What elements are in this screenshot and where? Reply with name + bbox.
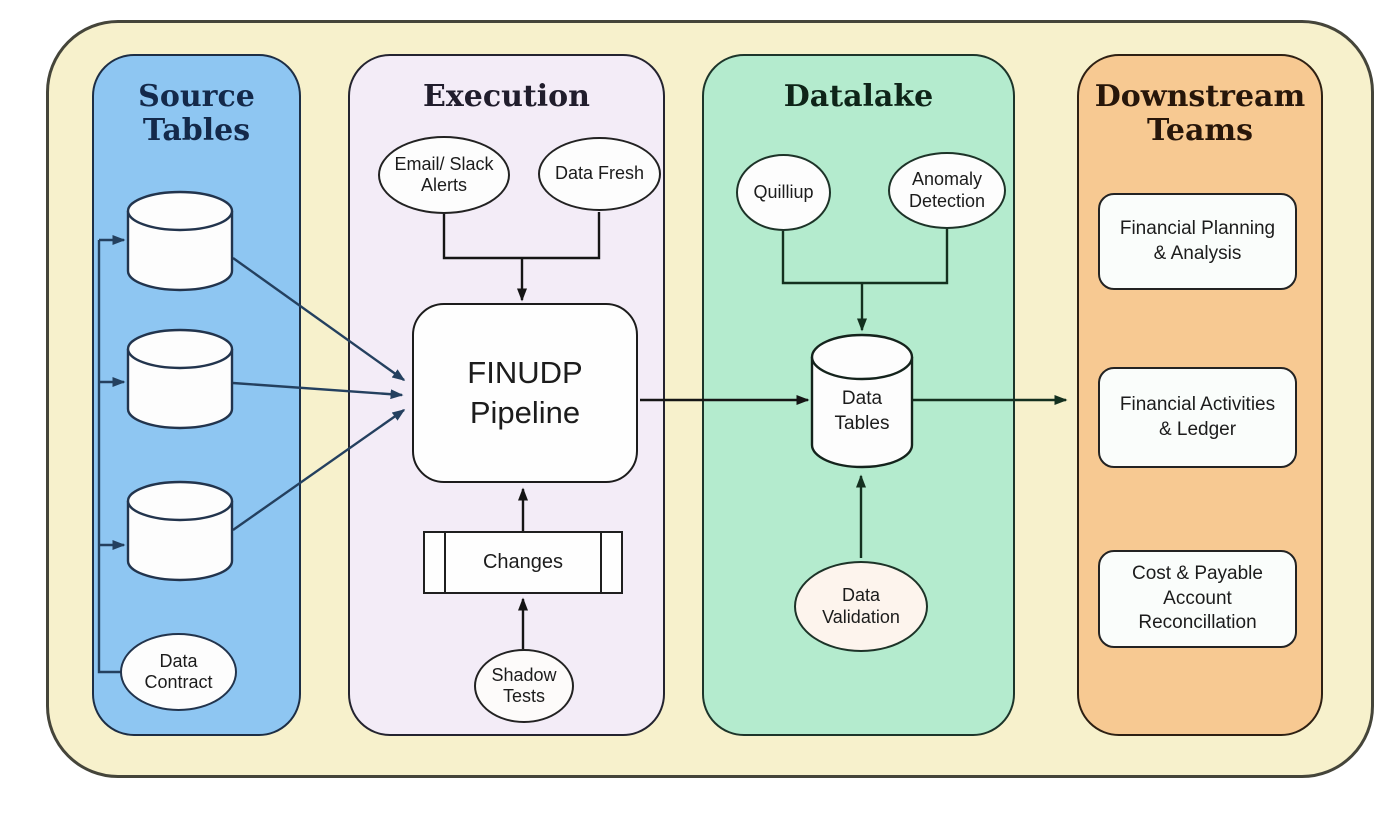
node-cost-payable-account-reconcillation: Cost & Payable Account Reconcillation bbox=[1098, 550, 1297, 648]
node-anomaly-detection: Anomaly Detection bbox=[888, 152, 1006, 229]
node-email-slack-alerts: Email/ Slack Alerts bbox=[378, 136, 510, 214]
column-title-datalake: Datalake bbox=[783, 79, 934, 114]
node-shadow-tests: Shadow Tests bbox=[474, 649, 574, 723]
node-quilliup: Quilliup bbox=[736, 154, 831, 231]
data-tables-label: Data Tables bbox=[834, 388, 890, 434]
node-finudp-pipeline: FINUDP Pipeline bbox=[412, 303, 638, 483]
node-data-contract: Data Contract bbox=[120, 633, 237, 711]
node-financial-activities-ledger: Financial Activities & Ledger bbox=[1098, 367, 1297, 468]
column-title-execution: Execution bbox=[423, 79, 590, 114]
column-title-downstream-teams: Downstream Teams bbox=[1094, 79, 1306, 148]
column-source-tables: Source Tables bbox=[92, 54, 301, 736]
node-data-validation: Data Validation bbox=[794, 561, 928, 652]
node-data-fresh: Data Fresh bbox=[538, 137, 661, 211]
column-title-source-tables: Source Tables bbox=[138, 79, 255, 148]
node-financial-planning-analysis: Financial Planning & Analysis bbox=[1098, 193, 1297, 290]
finudp-pipeline-label: FINUDP Pipeline bbox=[467, 354, 583, 430]
node-changes: Changes bbox=[423, 531, 623, 594]
